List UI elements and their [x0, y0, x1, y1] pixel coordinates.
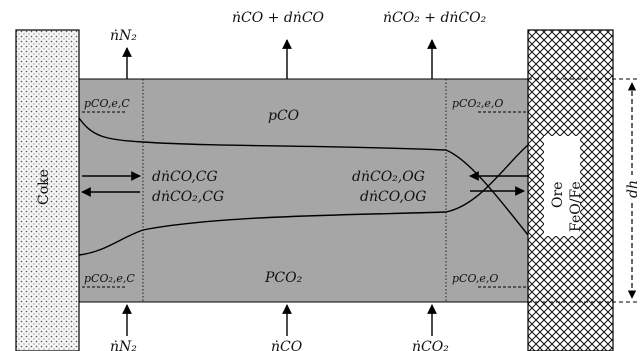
- bottom-n2-label: ṅN₂: [110, 339, 137, 351]
- coke-label: Coke: [36, 169, 52, 205]
- bottom-co2-label: ṅCO₂: [412, 339, 449, 351]
- bottom-co-label: ṅCO: [271, 339, 303, 351]
- dh-label-backdrop: [622, 175, 642, 201]
- ore-label-backdrop: [544, 136, 580, 236]
- top-co-label: ṅCO + dṅCO: [232, 10, 325, 26]
- dn-co-og-label: dṅCO,OG: [360, 189, 426, 205]
- ore-label: Ore: [550, 182, 566, 208]
- pco2-eC-label: pCO₂,e,C: [84, 272, 135, 285]
- gas-region: [78, 78, 529, 303]
- dn-co2-og-label: dṅCO₂,OG: [352, 169, 425, 185]
- dh-label: dh: [625, 180, 641, 198]
- pco-eC-label: pCO,e,C: [84, 97, 130, 110]
- coke-block: [15, 29, 80, 351]
- top-co2-label: ṅCO₂ + dṅCO₂: [383, 10, 487, 26]
- pco-label: pCO: [268, 108, 300, 124]
- pco-eO-label: pCO,e,O: [452, 272, 498, 285]
- pco2-label: PCO₂: [264, 270, 303, 286]
- pco2-eO-label: pCO₂,e,O: [452, 97, 503, 110]
- top-n2-label: ṅN₂: [110, 28, 137, 44]
- profile-lower: [78, 144, 529, 256]
- ore-feo-label: FeO/Fe: [568, 181, 584, 232]
- dn-co2-cg-label: dṅCO₂,CG: [152, 189, 224, 205]
- dn-co-cg-label: dṅCO,CG: [152, 169, 218, 185]
